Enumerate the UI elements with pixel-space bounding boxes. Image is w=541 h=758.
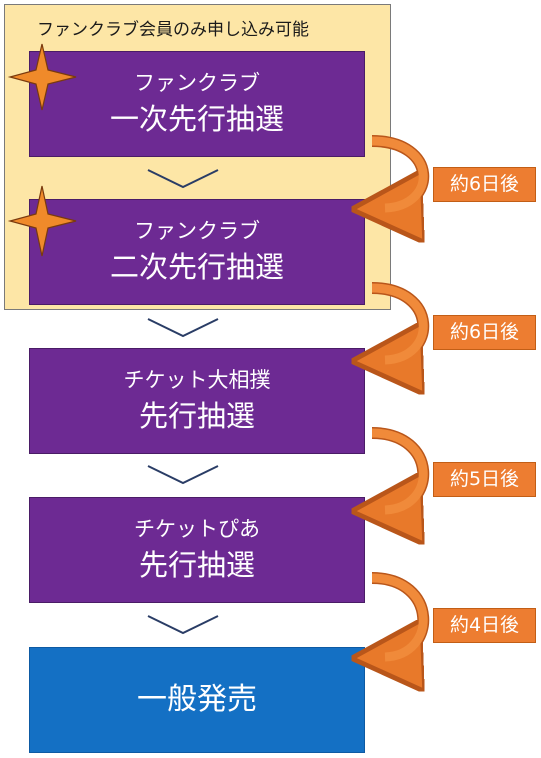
interval-badge-4: 約4日後 <box>433 608 536 643</box>
chevron-down-icon <box>147 615 219 635</box>
fan-club-caption: ファンクラブ会員のみ申し込み可能 <box>37 20 309 40</box>
chevron-down-icon <box>147 318 219 338</box>
step-4-sub-label: チケットぴあ <box>134 517 260 541</box>
curved-arrow-icon <box>372 572 430 657</box>
step-ticket-pia-lottery: チケットぴあ 先行抽選 <box>29 497 365 603</box>
chevron-down-icon <box>147 465 219 485</box>
step-1-main-label: 一次先行抽選 <box>109 102 284 136</box>
step-2-main-label: 二次先行抽選 <box>109 250 284 284</box>
step-3-sub-label: チケット大相撲 <box>123 368 271 392</box>
curved-arrow-icon <box>371 573 428 662</box>
step-5-main-label: 一般発売 <box>137 682 257 717</box>
step-4-main-label: 先行抽選 <box>138 548 255 582</box>
curved-arrow-icon <box>371 428 428 515</box>
step-1-sub-label: ファンクラブ <box>134 71 260 95</box>
interval-badge-1: 約6日後 <box>433 167 536 202</box>
curved-arrow-icon <box>372 427 430 510</box>
step-2-sub-label: ファンクラブ <box>134 219 260 243</box>
interval-badge-2: 約6日後 <box>433 315 536 350</box>
step-general-sale: 一般発売 <box>29 647 365 753</box>
interval-badge-3: 約5日後 <box>433 462 536 497</box>
step-fanclub-second-lottery: ファンクラブ 二次先行抽選 <box>29 199 365 305</box>
step-3-main-label: 先行抽選 <box>138 399 255 433</box>
step-ticket-ozumo-lottery: チケット大相撲 先行抽選 <box>29 348 365 454</box>
step-fanclub-first-lottery: ファンクラブ 一次先行抽選 <box>29 51 365 157</box>
